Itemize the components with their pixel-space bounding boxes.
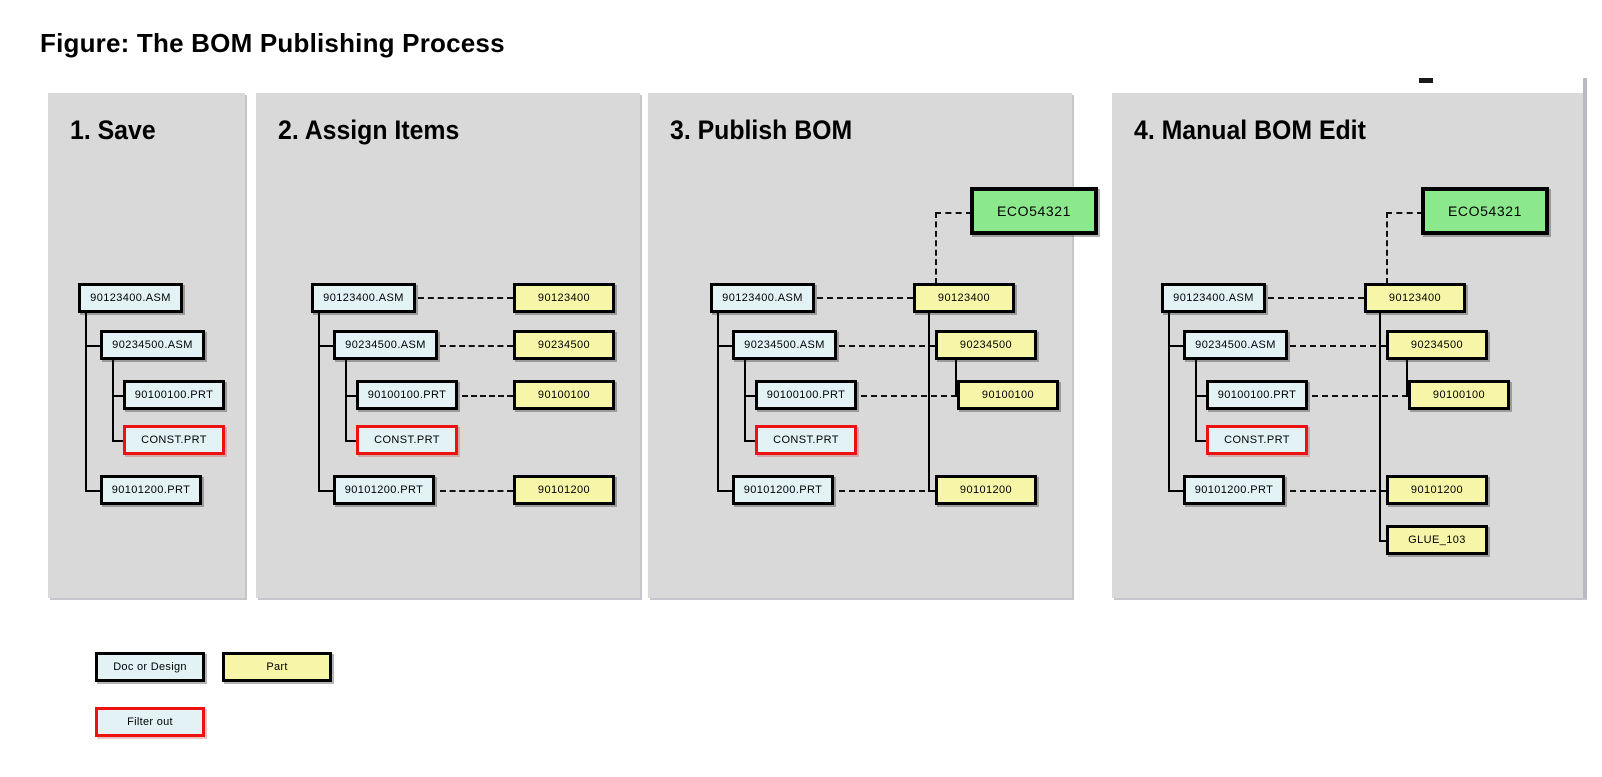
tree-line-horizontal xyxy=(1195,395,1213,397)
bom-line-vertical xyxy=(1406,360,1408,396)
association-link xyxy=(817,297,913,299)
page-title: Figure: The BOM Publishing Process xyxy=(40,28,505,58)
node-part[interactable]: GLUE_103 xyxy=(1386,525,1488,555)
tree-line-horizontal xyxy=(318,345,336,347)
node-design[interactable]: 90101200.PRT xyxy=(100,475,202,505)
legend-doc-or-design: Doc or Design xyxy=(95,652,205,682)
node-part[interactable]: 90123400 xyxy=(1364,283,1466,313)
node-design[interactable]: 90123400.ASM xyxy=(78,283,183,313)
association-link xyxy=(1290,490,1386,492)
node-filtered-out[interactable]: CONST.PRT xyxy=(755,425,857,455)
tree-line-horizontal xyxy=(85,490,103,492)
scan-artifact-mark xyxy=(1419,78,1433,83)
tree-line-vertical xyxy=(1195,360,1197,442)
node-design[interactable]: 90100100.PRT xyxy=(755,380,857,410)
legend-part: Part xyxy=(222,652,332,682)
eco-link-horizontal xyxy=(1386,212,1423,214)
association-link xyxy=(1268,297,1364,299)
eco-link-vertical xyxy=(935,212,937,284)
panel-title-manual-bom-edit: 4. Manual BOM Edit xyxy=(1134,115,1366,145)
node-design[interactable]: 90123400.ASM xyxy=(1161,283,1266,313)
tree-line-horizontal xyxy=(345,395,363,397)
tree-line-vertical xyxy=(318,312,320,492)
tree-line-vertical xyxy=(744,360,746,442)
eco-link-horizontal xyxy=(935,212,972,214)
tree-line-horizontal xyxy=(345,440,363,442)
panel-title-save: 1. Save xyxy=(70,115,156,145)
association-link xyxy=(839,490,935,492)
node-part[interactable]: 90101200 xyxy=(1386,475,1488,505)
page-edge-shadow xyxy=(1583,78,1587,598)
tree-line-horizontal xyxy=(112,440,130,442)
node-design[interactable]: 90123400.ASM xyxy=(311,283,416,313)
association-link xyxy=(839,345,935,347)
association-link xyxy=(1290,345,1386,347)
node-eco[interactable]: ECO54321 xyxy=(970,187,1098,235)
tree-line-vertical xyxy=(345,360,347,442)
legend-filter-out: Filter out xyxy=(95,707,205,737)
tree-line-horizontal xyxy=(318,490,336,492)
bom-line-vertical xyxy=(928,312,930,492)
association-link xyxy=(462,395,513,397)
tree-line-vertical xyxy=(85,312,87,492)
tree-line-horizontal xyxy=(1168,490,1186,492)
eco-link-vertical xyxy=(1386,212,1388,284)
tree-line-vertical xyxy=(112,360,114,442)
node-design[interactable]: 90234500.ASM xyxy=(100,330,205,360)
node-filtered-out[interactable]: CONST.PRT xyxy=(1206,425,1308,455)
association-link xyxy=(440,490,513,492)
node-part[interactable]: 90123400 xyxy=(513,283,615,313)
node-design[interactable]: 90234500.ASM xyxy=(732,330,837,360)
tree-line-vertical xyxy=(717,312,719,492)
bom-line-vertical xyxy=(1379,312,1381,542)
node-design[interactable]: 90234500.ASM xyxy=(1183,330,1288,360)
node-design[interactable]: 90101200.PRT xyxy=(732,475,834,505)
node-part[interactable]: 90123400 xyxy=(913,283,1015,313)
node-design[interactable]: 90123400.ASM xyxy=(710,283,815,313)
association-link xyxy=(418,297,513,299)
tree-line-horizontal xyxy=(717,345,735,347)
tree-line-horizontal xyxy=(1195,440,1213,442)
node-part[interactable]: 90100100 xyxy=(1408,380,1510,410)
bom-line-vertical xyxy=(955,360,957,396)
node-part[interactable]: 90100100 xyxy=(957,380,1059,410)
tree-line-horizontal xyxy=(1168,345,1186,347)
tree-line-horizontal xyxy=(744,395,762,397)
node-design[interactable]: 90100100.PRT xyxy=(356,380,458,410)
node-part[interactable]: 90234500 xyxy=(1386,330,1488,360)
panel-title-assign-items: 2. Assign Items xyxy=(278,115,460,145)
node-eco[interactable]: ECO54321 xyxy=(1421,187,1549,235)
node-part[interactable]: 90234500 xyxy=(513,330,615,360)
association-link xyxy=(861,395,957,397)
node-design[interactable]: 90101200.PRT xyxy=(333,475,435,505)
association-link xyxy=(440,345,513,347)
node-part[interactable]: 90100100 xyxy=(513,380,615,410)
tree-line-vertical xyxy=(1168,312,1170,492)
panel-title-publish-bom: 3. Publish BOM xyxy=(670,115,853,145)
node-part[interactable]: 90234500 xyxy=(935,330,1037,360)
tree-line-horizontal xyxy=(717,490,735,492)
node-design[interactable]: 90100100.PRT xyxy=(123,380,225,410)
tree-line-horizontal xyxy=(85,345,103,347)
node-design[interactable]: 90101200.PRT xyxy=(1183,475,1285,505)
node-filtered-out[interactable]: CONST.PRT xyxy=(123,425,225,455)
node-part[interactable]: 90101200 xyxy=(513,475,615,505)
node-design[interactable]: 90100100.PRT xyxy=(1206,380,1308,410)
node-design[interactable]: 90234500.ASM xyxy=(333,330,438,360)
tree-line-horizontal xyxy=(744,440,762,442)
association-link xyxy=(1312,395,1408,397)
node-filtered-out[interactable]: CONST.PRT xyxy=(356,425,458,455)
node-part[interactable]: 90101200 xyxy=(935,475,1037,505)
tree-line-horizontal xyxy=(112,395,130,397)
